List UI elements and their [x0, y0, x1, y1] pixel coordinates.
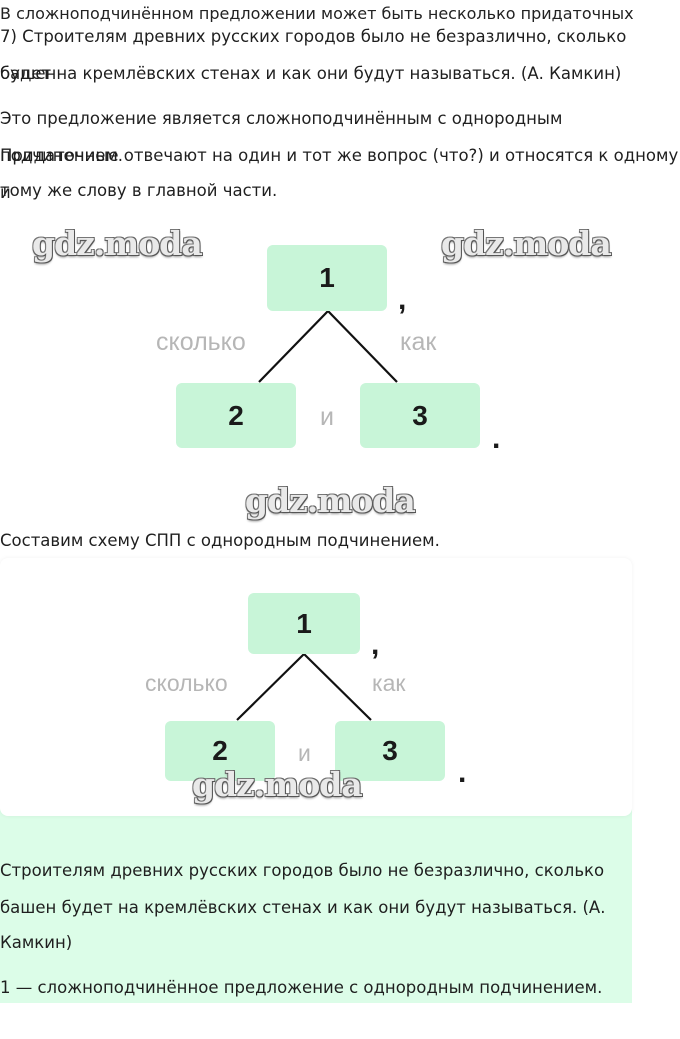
- watermark: gdz.moda: [32, 224, 203, 263]
- comma-mark: ,: [371, 628, 380, 661]
- task-line-2: будет на кремлёвских стенах и как они бу…: [0, 64, 622, 83]
- diagram-2-lines: [236, 653, 372, 721]
- branch-line-left: [236, 653, 305, 721]
- watermark: gdz.moda: [245, 481, 416, 520]
- answer-line-4: 1 — сложноподчинённое предложение с одно…: [0, 978, 603, 997]
- subordinate-clause-box-2: 3: [360, 383, 480, 448]
- compose-text: Составим схему СПП с однородным подчинен…: [0, 531, 440, 550]
- joiner-label: и: [298, 740, 311, 766]
- explanation-line-1: Это предложение является сложноподчинённ…: [0, 109, 563, 165]
- answer-line-2: башен будет на кремлёвских стенах и как …: [0, 898, 606, 917]
- main-clause-box: 1: [267, 245, 387, 311]
- answer-line-3: Камкин): [0, 933, 73, 952]
- diagram-1-lines: [258, 310, 398, 383]
- watermark: gdz.moda: [441, 224, 612, 263]
- subordinate-clause-box-1: 2: [165, 721, 275, 781]
- conjunction-label-left: сколько: [156, 328, 246, 356]
- period-mark: .: [458, 756, 467, 789]
- joiner-label: и: [320, 403, 334, 431]
- branch-line-right: [303, 653, 372, 721]
- branch-line-right: [327, 310, 398, 383]
- explanation-line-3: тому же слову в главной части.: [0, 181, 278, 200]
- conjunction-label-right: как: [372, 670, 406, 696]
- comma-mark: ,: [398, 283, 407, 316]
- branch-line-left: [258, 310, 329, 383]
- conjunction-label-left: сколько: [145, 670, 228, 696]
- answer-background: [0, 808, 632, 1003]
- answer-line-1: Строителям древних русских городов было …: [0, 861, 605, 880]
- period-mark: .: [492, 422, 501, 455]
- task-line-1: 7) Строителям древних русских городов бы…: [0, 27, 627, 83]
- subordinate-clause-box-2: 3: [335, 721, 445, 781]
- main-clause-box: 1: [248, 593, 360, 654]
- subordinate-clause-box-1: 2: [176, 383, 296, 448]
- watermark: gdz.moda: [192, 765, 363, 804]
- conjunction-label-right: как: [400, 328, 437, 356]
- explanation-line-2: Придаточные отвечают на один и тот же во…: [0, 146, 679, 202]
- cut-off-line: В сложноподчинённом предложении может бы…: [0, 4, 634, 22]
